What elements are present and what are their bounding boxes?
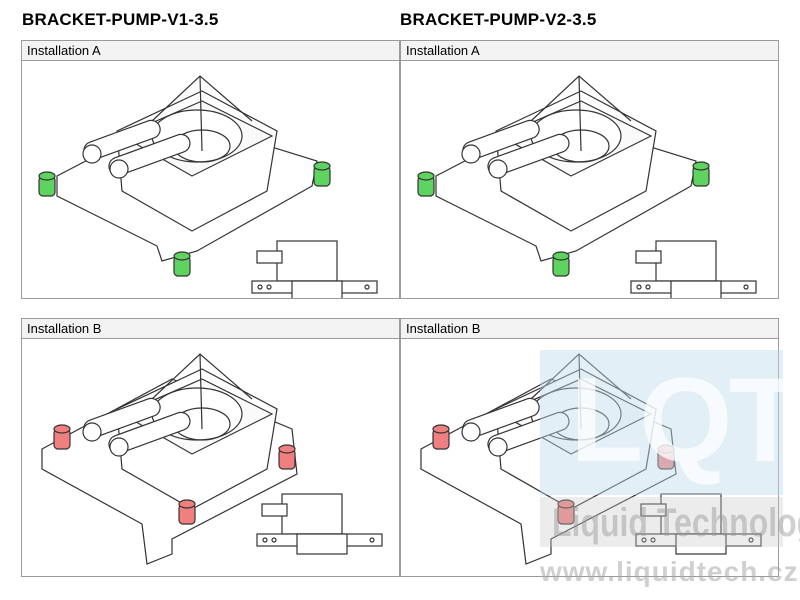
mounting-foot (417, 171, 435, 197)
panel-label: Installation B (401, 319, 778, 339)
pump-fittings (461, 119, 570, 179)
fan-guard (530, 75, 632, 152)
fan-guard (151, 353, 253, 430)
side-view-inset (630, 240, 757, 298)
fan-guard (151, 75, 253, 152)
mounting-foot (173, 251, 191, 277)
title-v1: BRACKET-PUMP-V1-3.5 (22, 10, 219, 29)
side-view-inset (635, 493, 762, 555)
side-view-inset (256, 493, 383, 555)
panel-label: Installation B (22, 319, 399, 339)
panel-label: Installation A (401, 41, 778, 61)
pump-fittings (82, 397, 191, 457)
panel-v1-installation-b: Installation B (21, 318, 400, 577)
side-view-inset (251, 240, 378, 298)
title-v2: BRACKET-PUMP-V2-3.5 (400, 10, 597, 29)
pump-bracket-drawing (420, 353, 762, 565)
mounting-foot (557, 499, 575, 525)
mounting-foot (657, 444, 675, 470)
pump-bracket-drawing (38, 75, 378, 298)
mounting-foot (53, 424, 71, 450)
panel-v1-installation-a: Installation A (21, 40, 400, 299)
mounting-foot (178, 499, 196, 525)
mounting-foot (692, 161, 710, 187)
panel-v2-installation-a: Installation A (400, 40, 779, 299)
pump-bracket-drawing (41, 353, 383, 565)
pump-bracket-drawing (417, 75, 757, 298)
mounting-foot (432, 424, 450, 450)
pump-fittings (461, 397, 570, 457)
mounting-foot (552, 251, 570, 277)
pump-fittings (82, 119, 191, 179)
mounting-foot (278, 444, 296, 470)
fan-guard (530, 353, 632, 430)
mounting-foot (38, 171, 56, 197)
panel-v2-installation-b: Installation B (400, 318, 779, 577)
panel-label: Installation A (22, 41, 399, 61)
mounting-foot (313, 161, 331, 187)
